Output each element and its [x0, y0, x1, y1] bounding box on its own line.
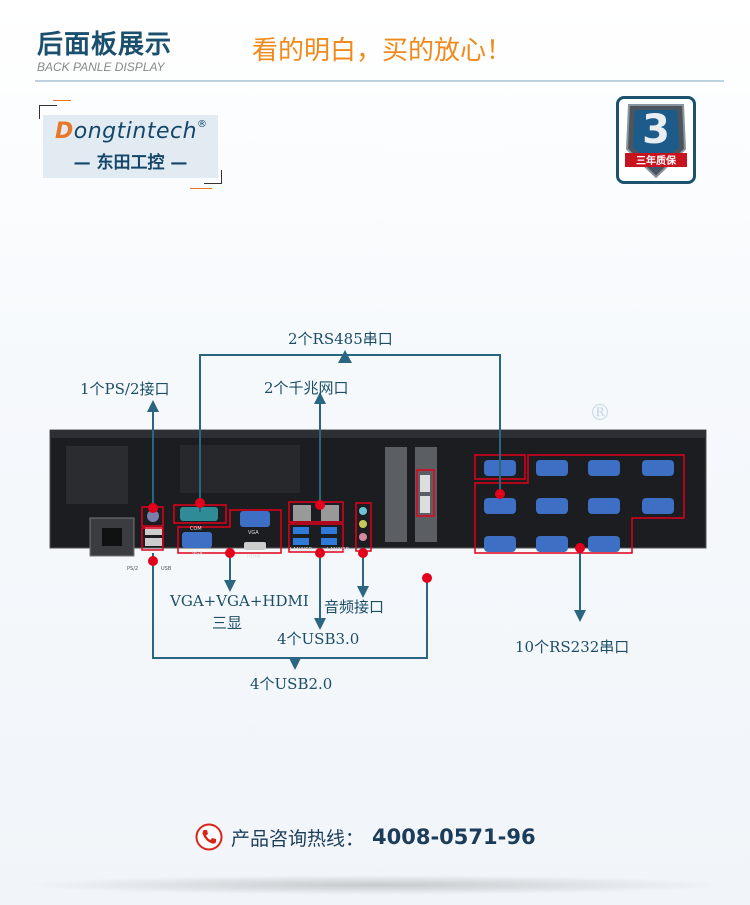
bottom-shadow — [20, 875, 730, 895]
port-label-usb: USB — [161, 566, 172, 572]
chassis: ® — [49, 401, 707, 557]
port-label-ps2: PS/2 — [127, 566, 138, 572]
divider — [35, 80, 724, 82]
label-rs485: 2个RS485串口 — [288, 330, 393, 348]
port-label-vga: VGA — [248, 530, 259, 536]
port-label-hdmi: HDMI — [247, 554, 260, 560]
hotline-label: 产品咨询热线： — [231, 827, 365, 850]
label-video-sub: 三显 — [212, 614, 243, 632]
port-label-lan-usb: LAN/USB — [327, 547, 350, 553]
warranty-shield-icon: 3 三年质保 — [616, 96, 696, 184]
label-usb3: 4个USB3.0 — [277, 630, 360, 648]
marker-dots — [148, 489, 585, 583]
page-subtitle: BACK PANLE DISPLAY — [37, 60, 165, 74]
svg-text:3: 3 — [642, 107, 670, 153]
hotline-number: 4008-0571-96 — [372, 825, 536, 849]
port-labels: PS/2 USB COM VGA VGA HDMI LAN/USB LAN/US… — [127, 526, 350, 572]
label-audio: 音频接口 — [324, 598, 385, 616]
phone-icon — [195, 823, 223, 851]
label-video: VGA+VGA+HDMI — [170, 592, 309, 610]
label-rs232: 10个RS232串口 — [515, 638, 630, 656]
port-label-lan-usb: LAN/USB — [290, 547, 313, 553]
port-label-vga: VGA — [192, 551, 203, 557]
port-label-com: COM — [190, 526, 202, 532]
arrow-heads — [147, 350, 586, 670]
slogan: 看的明白，买的放心！ — [252, 36, 513, 66]
brand-logo: Dongtintech® — 东田工控 — — [39, 100, 222, 189]
hotline: 产品咨询热线： 4008-0571-96 — [195, 823, 536, 851]
page-title: 后面板展示 — [37, 30, 173, 60]
label-usb2: 4个USB2.0 — [250, 675, 333, 693]
back-panel-diagram: ® — [49, 350, 707, 670]
svg-text:三年质保: 三年质保 — [636, 154, 677, 167]
registered-watermark: ® — [589, 401, 611, 426]
ports — [145, 460, 674, 552]
label-lan: 2个千兆网口 — [264, 379, 349, 397]
label-ps2: 1个PS/2接口 — [80, 380, 170, 398]
